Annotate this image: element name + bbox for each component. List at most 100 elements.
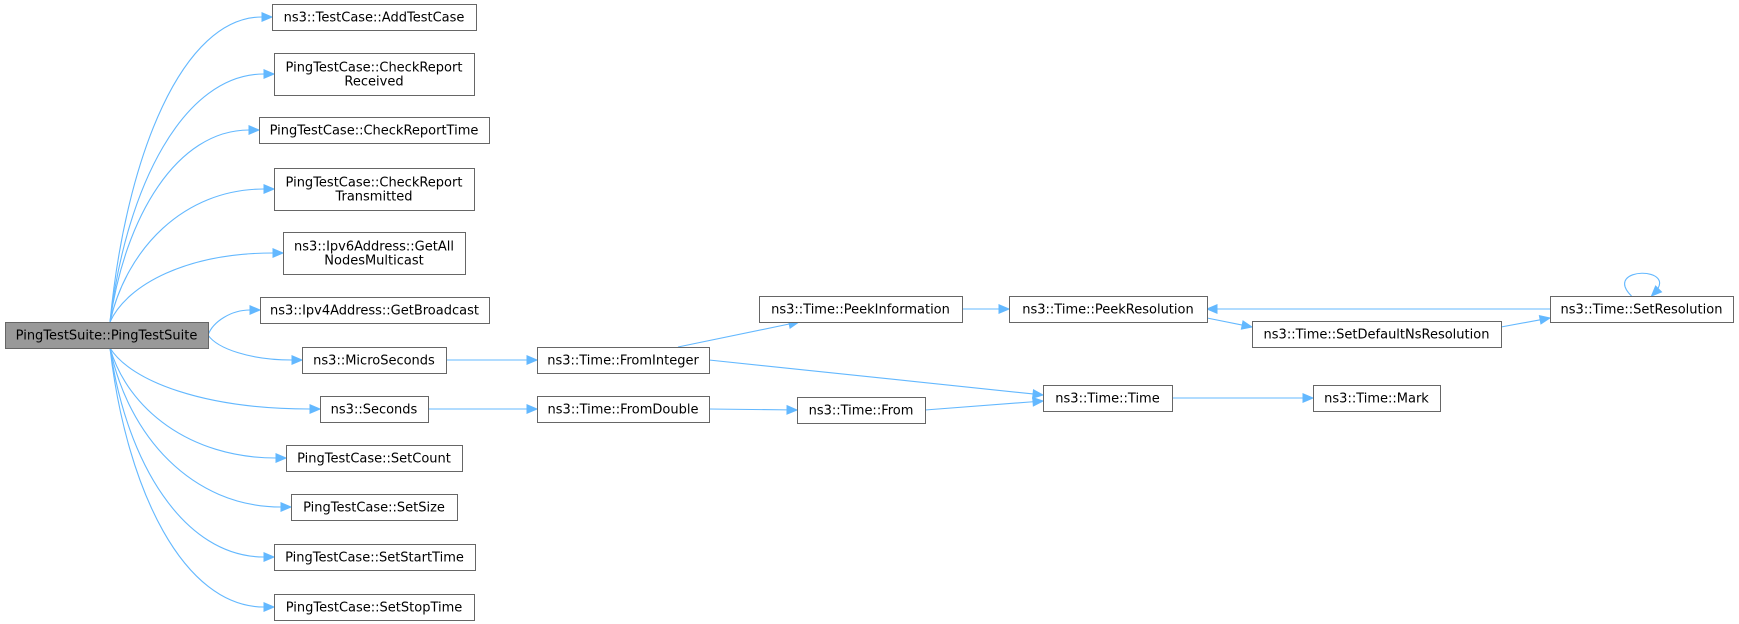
edge-root-to-setsize (109, 347, 282, 508)
node-setstoptime[interactable]: PingTestCase::SetStopTime (274, 594, 475, 621)
node-time[interactable]: ns3::Time::Time (1043, 385, 1173, 412)
edge-seconds-to-fromdouble-arrowhead (526, 404, 539, 414)
edge-root-to-getallnodesmulticast-arrowhead (272, 248, 285, 258)
edge-microseconds-to-frominteger-arrowhead (526, 355, 539, 365)
node-setcount[interactable]: PingTestCase::SetCount (286, 445, 463, 472)
edge-root-to-checkreportreceived (109, 73, 265, 323)
node-box-mark (1313, 385, 1441, 412)
edge-root-to-checkreporttime-arrowhead (248, 125, 261, 135)
edge-root-to-checkreporttransmitted (109, 188, 265, 323)
node-box-setresolution (1550, 296, 1734, 323)
edge-fromdouble-to-from (708, 408, 788, 411)
node-label-getallnodesmulticast-line-1: ns3::Ipv6Address::GetAll (294, 240, 454, 255)
node-label-addtestcase: ns3::TestCase::AddTestCase (284, 11, 465, 26)
node-label-checkreportreceived-line-2: Received (344, 75, 403, 90)
edge-root-to-checkreporttime (109, 129, 250, 323)
node-frominteger[interactable]: ns3::Time::FromInteger (537, 347, 710, 374)
call-graph-nodes: PingTestSuite::PingTestSuite ns3::TestCas… (5, 4, 1734, 621)
node-label-checkreporttime: PingTestCase::CheckReportTime (270, 124, 479, 139)
node-getbroadcast[interactable]: ns3::Ipv4Address::GetBroadcast (260, 297, 490, 324)
node-setresolution[interactable]: ns3::Time::SetResolution (1550, 296, 1734, 323)
node-label-peekinformation: ns3::Time::PeekInformation (771, 303, 950, 318)
edge-root-to-addtestcase (109, 16, 263, 323)
node-box-setdefaultnsresolution (1252, 321, 1502, 348)
node-label-seconds: ns3::Seconds (331, 403, 418, 418)
node-label-from: ns3::Time::From (809, 404, 914, 419)
node-box-setstoptime (274, 594, 475, 621)
edge-fromdouble-to-from-arrowhead (786, 404, 799, 415)
node-setsize[interactable]: PingTestCase::SetSize (291, 494, 458, 521)
edge-peekresolution-to-setdefaultnsresolution-arrowhead (1240, 320, 1254, 330)
node-box-seconds (320, 396, 429, 423)
edge-root-to-setstoptime (109, 347, 265, 608)
node-box-addtestcase (272, 4, 477, 31)
edge-setresolution-to-peekresolution-arrowhead (1205, 304, 1218, 314)
edge-setdefaultnsresolution-to-setresolution (1500, 319, 1541, 328)
edge-frominteger-to-time (708, 359, 1034, 395)
edge-root-to-setcount (109, 347, 277, 459)
node-microseconds[interactable]: ns3::MicroSeconds (302, 347, 447, 374)
node-from[interactable]: ns3::Time::From (797, 397, 926, 424)
edge-root-to-seconds-arrowhead (309, 404, 322, 414)
node-setdefaultnsresolution[interactable]: ns3::Time::SetDefaultNsResolution (1252, 321, 1502, 348)
node-box-checkreporttime (259, 117, 490, 144)
edge-root-to-checkreportreceived-arrowhead (263, 69, 276, 79)
node-label-setstarttime: PingTestCase::SetStartTime (285, 551, 464, 566)
node-label-root: PingTestSuite::PingTestSuite (16, 329, 198, 344)
node-box-root (5, 322, 209, 349)
node-fromdouble[interactable]: ns3::Time::FromDouble (537, 396, 710, 423)
edge-root-to-getallnodesmulticast (109, 252, 274, 323)
edge-root-to-checkreporttransmitted-arrowhead (263, 184, 276, 194)
node-box-from (797, 397, 926, 424)
node-box-checkreportreceived (274, 53, 475, 96)
node-box-setsize (291, 494, 458, 521)
edge-frominteger-to-time-arrowhead (1032, 388, 1045, 399)
node-label-getbroadcast: ns3::Ipv4Address::GetBroadcast (270, 304, 479, 319)
node-mark[interactable]: ns3::Time::Mark (1313, 385, 1441, 412)
node-box-getallnodesmulticast (283, 232, 466, 275)
node-label-peekresolution: ns3::Time::PeekResolution (1022, 303, 1193, 318)
edge-frominteger-to-peekinformation (677, 323, 790, 348)
node-label-fromdouble: ns3::Time::FromDouble (548, 403, 699, 418)
edge-setresolution-to-setresolution (1624, 272, 1661, 297)
node-seconds[interactable]: ns3::Seconds (320, 396, 429, 423)
edge-from-to-time-arrowhead (1032, 396, 1045, 407)
node-label-checkreporttransmitted-line-1: PingTestCase::CheckReport (286, 176, 463, 191)
node-label-checkreporttransmitted-line-2: Transmitted (334, 190, 412, 205)
edge-root-to-microseconds-arrowhead (291, 355, 304, 365)
node-label-setcount: PingTestCase::SetCount (297, 452, 451, 467)
node-box-getbroadcast (260, 297, 490, 324)
node-box-peekinformation (759, 296, 963, 323)
edge-root-to-seconds (109, 347, 311, 410)
edge-root-to-setstarttime (109, 347, 265, 558)
node-box-time (1043, 385, 1173, 412)
node-label-frominteger: ns3::Time::FromInteger (547, 354, 699, 369)
edge-root-to-getbroadcast (207, 309, 251, 336)
node-peekresolution[interactable]: ns3::Time::PeekResolution (1009, 296, 1208, 323)
edge-root-to-getbroadcast-arrowhead (249, 305, 262, 315)
edge-setresolution-to-setresolution-arrowhead (1650, 285, 1663, 297)
node-root[interactable]: PingTestSuite::PingTestSuite (5, 322, 209, 349)
node-checkreporttime[interactable]: PingTestCase::CheckReportTime (259, 117, 490, 144)
node-setstarttime[interactable]: PingTestCase::SetStartTime (274, 544, 476, 571)
node-box-frominteger (537, 347, 710, 374)
call-graph-edges (109, 12, 1663, 612)
edge-from-to-time (924, 401, 1034, 411)
node-box-fromdouble (537, 396, 710, 423)
edge-time-to-mark-arrowhead (1302, 393, 1315, 403)
edge-setdefaultnsresolution-to-setresolution-arrowhead (1538, 315, 1552, 325)
node-label-microseconds: ns3::MicroSeconds (313, 354, 435, 369)
node-addtestcase[interactable]: ns3::TestCase::AddTestCase (272, 4, 477, 31)
node-label-setdefaultnsresolution: ns3::Time::SetDefaultNsResolution (1264, 328, 1490, 343)
node-peekinformation[interactable]: ns3::Time::PeekInformation (759, 296, 963, 323)
node-label-time: ns3::Time::Time (1055, 392, 1159, 407)
node-label-checkreportreceived-line-1: PingTestCase::CheckReport (286, 61, 463, 76)
node-label-setstoptime: PingTestCase::SetStopTime (286, 601, 463, 616)
edge-root-to-setstoptime-arrowhead (263, 602, 276, 612)
node-box-checkreporttransmitted (274, 168, 475, 211)
edge-root-to-setcount-arrowhead (275, 453, 288, 463)
node-label-getallnodesmulticast-line-2: NodesMulticast (324, 254, 423, 269)
